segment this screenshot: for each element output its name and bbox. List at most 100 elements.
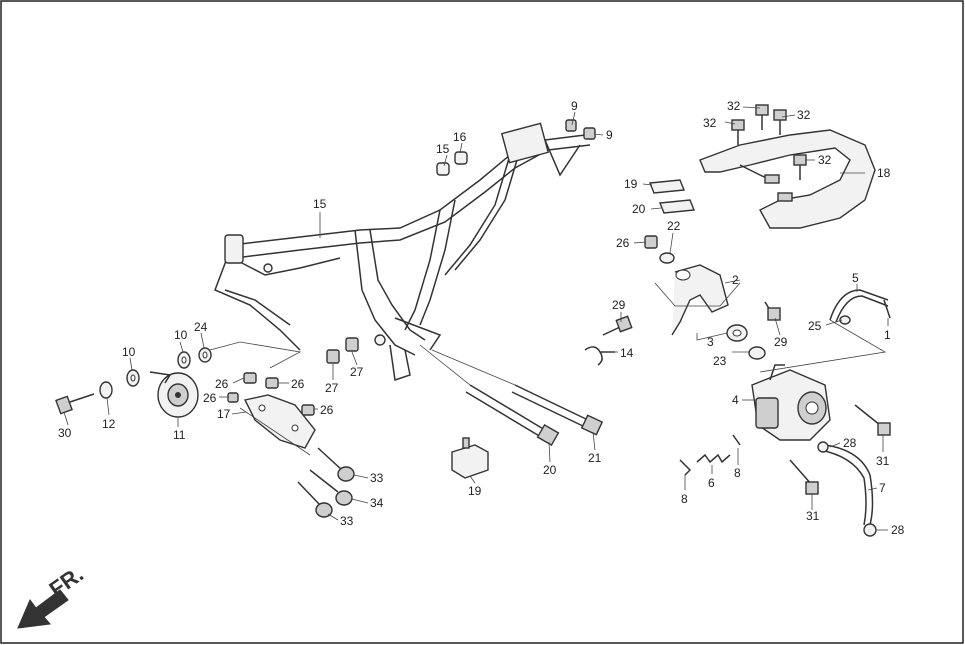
callout-10b: 10	[122, 345, 136, 359]
horn	[149, 371, 199, 418]
callout-1: 1	[884, 328, 891, 342]
rear-seat-handle	[699, 129, 876, 229]
long-bolt-right	[511, 384, 604, 436]
callout-32d: 32	[818, 153, 832, 167]
callout-16: 17	[217, 407, 231, 421]
leader-lines	[63, 106, 889, 531]
callout-29-left: 29	[612, 298, 626, 312]
callout-9b: 9	[606, 128, 613, 142]
callout-17: 18	[877, 166, 891, 180]
callout-26a: 26	[215, 377, 229, 391]
bolt-32c	[773, 109, 787, 135]
bolt-33b	[297, 481, 333, 518]
clip-28b	[863, 523, 877, 537]
callout-22: 23	[713, 354, 727, 368]
callout-6: 6	[708, 476, 715, 490]
nut-25	[644, 235, 658, 249]
bushing-3	[726, 324, 748, 342]
bolt-29-left	[602, 315, 633, 336]
callout-33a: 33	[370, 471, 384, 485]
cap-15b	[454, 151, 468, 165]
callout-4: 4	[732, 393, 739, 407]
callout-27a: 27	[325, 381, 339, 395]
cap-15a	[436, 162, 450, 176]
callout-26c: 26	[203, 391, 217, 405]
callout-9a: 9	[571, 99, 578, 113]
callout-25: 26	[616, 236, 630, 250]
nut-26c	[227, 392, 239, 403]
reservoir-hose	[829, 289, 891, 325]
callout-8a: 8	[681, 492, 688, 506]
callout-3: 3	[707, 335, 714, 349]
nut-9a	[565, 119, 577, 132]
footrest-bracket	[243, 394, 316, 449]
callout-28a: 28	[843, 436, 857, 450]
long-bolt-left	[465, 384, 560, 447]
callout-12: 12	[102, 417, 116, 431]
washer-21	[659, 252, 675, 264]
callout-33b: 33	[340, 514, 354, 528]
callout-32b: 32	[797, 108, 811, 122]
nut-26b	[265, 377, 279, 389]
callout-5: 5	[852, 271, 859, 285]
callout-32a: 32	[727, 99, 741, 113]
callout-26d: 26	[320, 403, 334, 417]
callout-34: 34	[370, 496, 384, 510]
washer-23	[198, 347, 212, 363]
bolt-32a	[731, 119, 745, 145]
callout-11: 11	[173, 428, 186, 442]
bolt-33a	[317, 447, 355, 482]
callout-2: 2	[732, 273, 739, 287]
callout-29-right: 29	[774, 335, 788, 349]
bolt-29-right	[764, 301, 781, 321]
pad-19a	[649, 179, 685, 194]
callout-15b: 16	[453, 130, 467, 144]
callout-19b: 20	[632, 202, 646, 216]
nut-27a	[326, 349, 340, 364]
nut-26a	[243, 372, 257, 384]
main-frame	[214, 122, 591, 381]
callout-13: 15	[313, 197, 327, 211]
callout-20a: 20	[543, 463, 557, 477]
callout-24: 25	[808, 319, 822, 333]
callout-labels: 15 9 9 15 16 32 32 32 32 18 19 20 22 26 …	[58, 99, 905, 537]
front-arrow-icon	[17, 589, 69, 629]
washer-22	[748, 346, 766, 360]
callout-14: 14	[620, 346, 634, 360]
bolt-34	[309, 469, 353, 506]
rear-bracket	[671, 264, 729, 336]
brake-hose	[819, 444, 874, 526]
callout-31a: 31	[876, 454, 890, 468]
callout-7: 7	[879, 481, 886, 495]
callout-20b: 21	[588, 451, 602, 465]
callout-8b: 8	[734, 466, 741, 480]
pad-19b	[659, 199, 695, 214]
callout-18: 19	[468, 484, 482, 498]
callout-15a: 15	[436, 142, 450, 156]
callout-23: 24	[194, 320, 208, 334]
clip-28a	[817, 441, 829, 453]
bolt-32b	[755, 104, 769, 130]
washer-10a	[126, 369, 140, 387]
bolt-30	[55, 393, 95, 415]
callout-28b: 28	[891, 523, 905, 537]
pin-8a	[679, 459, 692, 476]
nut-27b	[345, 337, 359, 352]
callout-32c: 32	[703, 116, 717, 130]
callout-10a: 10	[174, 328, 188, 342]
nut-26d	[301, 404, 315, 416]
callout-31b: 31	[806, 509, 820, 523]
callout-27b: 27	[350, 365, 364, 379]
callout-21: 22	[667, 219, 681, 233]
callout-30: 30	[58, 426, 72, 440]
pin-8b	[732, 434, 741, 446]
washer-10b	[177, 351, 191, 369]
rubber-pad	[451, 437, 489, 479]
washer-12	[99, 381, 113, 399]
callout-26b: 26	[291, 377, 305, 391]
bolt-31-bottom	[789, 459, 819, 495]
rear-master-cylinder	[751, 364, 831, 441]
nut-9b	[583, 127, 596, 140]
